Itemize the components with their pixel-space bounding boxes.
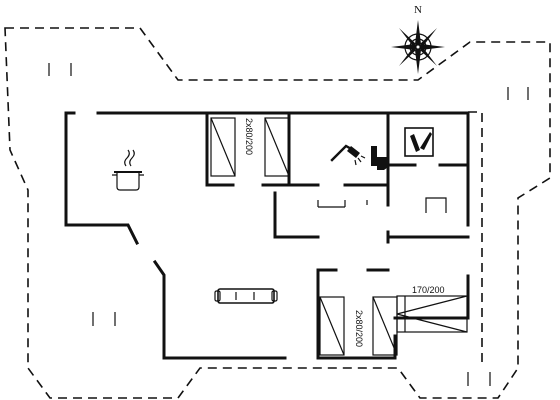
bed-group-top bbox=[210, 117, 290, 177]
terrace-outline bbox=[4, 27, 551, 399]
bedroom-1-beds-label: 2x80/200 bbox=[244, 118, 254, 155]
single-bed bbox=[264, 117, 290, 177]
toilet-icon bbox=[371, 146, 389, 170]
single-bed bbox=[210, 117, 236, 177]
sofa-icon bbox=[214, 288, 278, 304]
cooking-pot-icon bbox=[112, 149, 144, 191]
terrace-inner-edge bbox=[468, 111, 483, 362]
door-details bbox=[317, 197, 447, 213]
exterior-walls bbox=[64, 111, 470, 360]
bedroom-3-beds-label: 170/200 bbox=[412, 285, 445, 295]
bed-group-bottom bbox=[319, 296, 398, 356]
compass-rose-icon bbox=[391, 20, 445, 74]
compass-north-label: N bbox=[414, 4, 422, 16]
bedroom-2-beds-label: 2x80/200 bbox=[354, 310, 364, 347]
double-bed bbox=[396, 295, 468, 333]
shower-icon bbox=[330, 144, 366, 166]
single-bed bbox=[319, 296, 345, 356]
wine-bottles-icon bbox=[404, 127, 434, 157]
fence-markers bbox=[48, 63, 529, 386]
interior-walls bbox=[205, 111, 470, 360]
